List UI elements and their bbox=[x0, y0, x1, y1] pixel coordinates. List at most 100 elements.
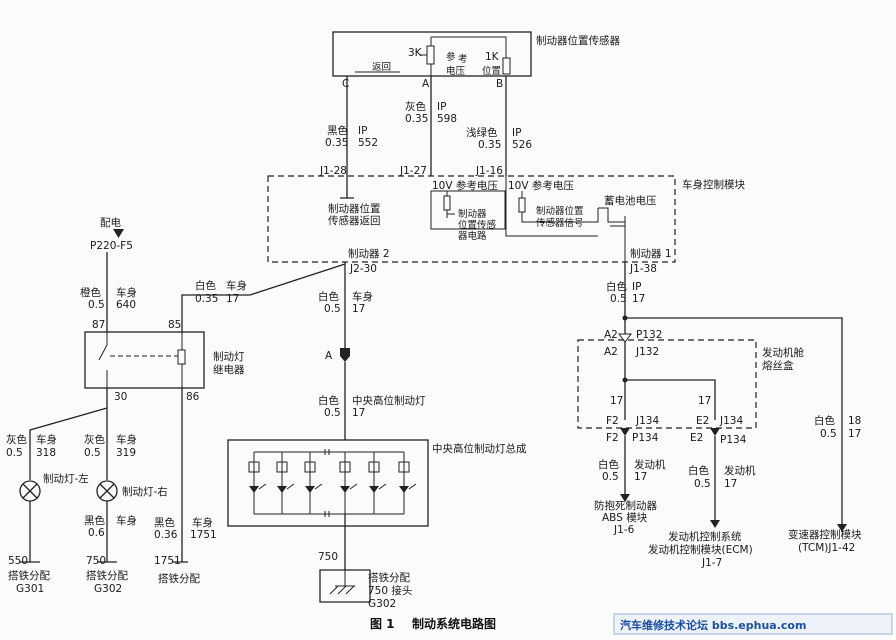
w318-loc: 车身 bbox=[36, 433, 57, 446]
ground-750-splice-icon bbox=[319, 569, 371, 603]
bcm-driver bbox=[598, 207, 626, 248]
conn-p132: P132 bbox=[636, 329, 662, 341]
wire-750 bbox=[97, 501, 117, 563]
chmsl-w1-color: 白色 bbox=[318, 290, 339, 303]
conn-j1-16: J1-16 bbox=[475, 165, 503, 177]
bcm-sig-l1: 制动器位置 bbox=[536, 205, 584, 217]
w85-color: 白色 bbox=[195, 279, 216, 292]
w319-loc: 车身 bbox=[116, 433, 137, 446]
bcm-bat-label: 蓄电池电压 bbox=[604, 194, 657, 207]
tcm-l1: 变速器控制模块 bbox=[788, 528, 862, 541]
power-arrow-icon bbox=[113, 229, 124, 238]
w318-gauge: 0.5 bbox=[6, 447, 23, 459]
bcm-ref-l2: 位置传感 bbox=[458, 219, 497, 231]
w1751-num: 1751 bbox=[190, 529, 217, 541]
wire-318 bbox=[29, 407, 108, 480]
abs-arrow-icon bbox=[620, 494, 630, 502]
bcm-return-l1: 制动器位置 bbox=[328, 202, 381, 215]
ground-550-l2: G301 bbox=[16, 583, 44, 595]
fuse-box-dashed bbox=[577, 339, 757, 429]
conn-p134a-icon bbox=[620, 428, 630, 436]
relay-title-l2: 继电器 bbox=[213, 363, 245, 376]
fuse-17b: 17 bbox=[698, 395, 711, 407]
brake-lamp-left-icon bbox=[19, 480, 41, 502]
conn-j1-28: J1-28 bbox=[319, 165, 347, 177]
relay-pin-30: 30 bbox=[114, 391, 127, 403]
w1751-color: 黑色 bbox=[154, 516, 175, 529]
wabs-color: 白色 bbox=[598, 458, 619, 471]
connector-a-icon bbox=[340, 348, 350, 362]
bcm-ref-leads bbox=[446, 191, 455, 218]
bcm-ref-block bbox=[430, 190, 506, 230]
sensor-1k-label: 1K bbox=[485, 51, 500, 63]
chmsl-w2-num: 17 bbox=[352, 407, 365, 419]
wr-gnd-color: 黑色 bbox=[84, 514, 105, 527]
pin-b: B bbox=[496, 78, 503, 90]
wecm-loc: 发动机 bbox=[724, 464, 756, 477]
w526-color: 浅绿色 bbox=[466, 126, 498, 139]
bcm-ref-l1: 制动器 bbox=[458, 208, 487, 220]
conn-p134a: P134 bbox=[632, 432, 659, 444]
ecm-l1: 发动机控制系统 bbox=[668, 530, 742, 543]
conn-j1-27: J1-27 bbox=[399, 165, 427, 177]
relay-pin-85: 85 bbox=[168, 319, 181, 331]
chmsl-assembly-label: 中央高位制动灯总成 bbox=[432, 442, 527, 455]
conn-p134b: P134 bbox=[720, 434, 747, 446]
relay-box bbox=[84, 331, 205, 389]
conn-p134b-icon bbox=[710, 428, 720, 436]
wabs-num: 17 bbox=[634, 471, 647, 483]
wmain-loc: IP bbox=[632, 281, 641, 293]
ground-550-num: 550 bbox=[8, 555, 28, 567]
sensor-internal-top bbox=[431, 36, 507, 58]
bcm-sig-l2: 传感器信号 bbox=[536, 217, 584, 229]
conn-j2-30: J2-30 bbox=[349, 263, 377, 275]
bcm-brake2: 制动器 2 bbox=[348, 247, 390, 260]
w640-gauge: 0.5 bbox=[88, 299, 105, 311]
chmsl-g-l2: 750 接头 bbox=[368, 584, 412, 597]
bcm-ref-l3: 器电路 bbox=[458, 230, 487, 242]
w318-num: 318 bbox=[36, 447, 56, 459]
relay-pin-86: 86 bbox=[186, 391, 200, 403]
relay-title-l1: 制动灯 bbox=[213, 350, 245, 363]
led-array-icon bbox=[248, 449, 417, 517]
wtcm-n2: 17 bbox=[848, 428, 861, 440]
abs-l3: J1-6 bbox=[613, 524, 635, 536]
power-label: 配电 bbox=[100, 216, 121, 229]
wire-550 bbox=[20, 501, 40, 563]
ground-550-l1: 搭铁分配 bbox=[8, 569, 50, 582]
wire-1751 bbox=[172, 388, 188, 563]
w318-color: 灰色 bbox=[6, 433, 27, 446]
ground-750-num: 750 bbox=[86, 555, 106, 567]
chmsl-w1-loc: 车身 bbox=[352, 290, 373, 303]
w526-num: 526 bbox=[512, 139, 532, 151]
pin-c: C bbox=[342, 78, 349, 90]
conn-j134a: J134 bbox=[635, 415, 659, 427]
sensor-pos-label: 位置 bbox=[482, 65, 501, 77]
chmsl-w1-gauge: 0.5 bbox=[324, 303, 341, 315]
w319-num: 319 bbox=[116, 447, 136, 459]
wmain-num: 17 bbox=[632, 293, 645, 305]
bcm-brake1: 制动器 1 bbox=[630, 247, 672, 260]
conn-j134b: J134 bbox=[719, 415, 743, 427]
sensor-ref-label-2: 考 bbox=[458, 54, 468, 65]
fuse-17a: 17 bbox=[610, 395, 623, 407]
bcm-sig-leads bbox=[521, 191, 599, 223]
ground-750-l2: G302 bbox=[94, 583, 122, 595]
w598-color: 灰色 bbox=[405, 100, 426, 113]
ground-750-l1: 搭铁分配 bbox=[86, 569, 128, 582]
bcm-box bbox=[267, 175, 676, 263]
w85-gauge: 0.35 bbox=[195, 293, 218, 305]
ecm-l2: 发动机控制模块(ECM) bbox=[648, 543, 753, 556]
ground-1751-l1: 搭铁分配 bbox=[158, 572, 200, 585]
conn-j1-38: J1-38 bbox=[629, 263, 657, 275]
abs-l2: ABS 模块 bbox=[602, 512, 648, 524]
lamp-left-label: 制动灯-左 bbox=[43, 472, 89, 485]
bcm-return-l2: 传感器返回 bbox=[328, 214, 381, 227]
bcm-ref-resistor bbox=[443, 195, 451, 211]
wmain-gauge: 0.5 bbox=[610, 293, 627, 305]
conn-e2: E2 bbox=[696, 415, 709, 427]
fuse-box-l2: 熔丝盒 bbox=[762, 359, 794, 372]
w598-num: 598 bbox=[437, 113, 457, 125]
w552-color: 黑色 bbox=[327, 124, 348, 137]
